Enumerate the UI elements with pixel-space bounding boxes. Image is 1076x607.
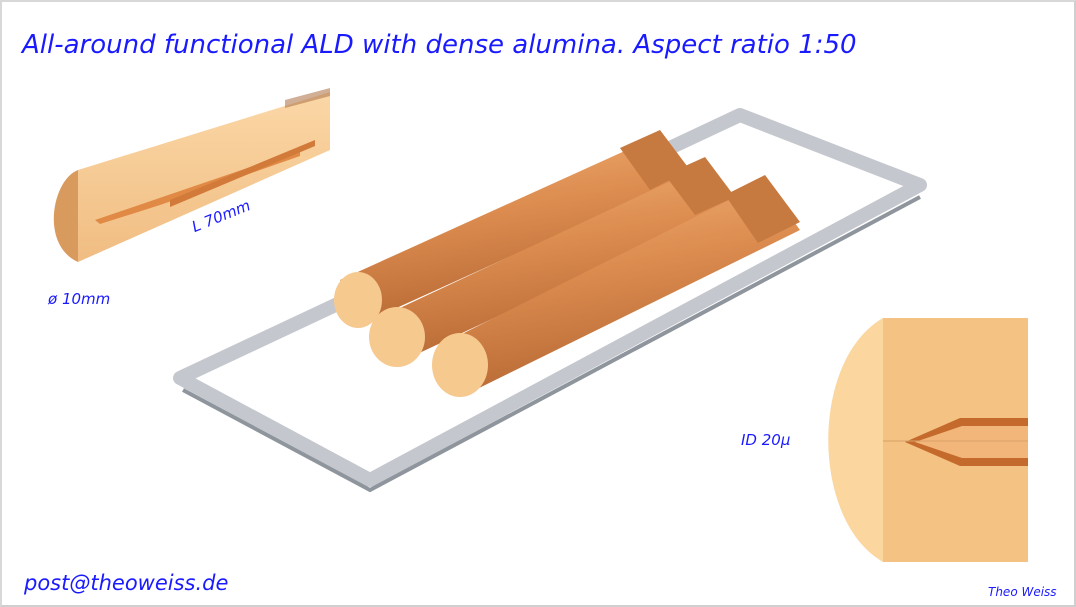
diameter-label: ø 10mm bbox=[48, 290, 111, 308]
sectioned-tube-render bbox=[53, 88, 330, 262]
inner-diameter-label: ID 20µ bbox=[741, 431, 791, 449]
author-credit: Theo Weiss bbox=[988, 585, 1057, 599]
slide-title: All-around functional ALD with dense alu… bbox=[22, 30, 857, 60]
contact-email: post@theoweiss.de bbox=[24, 571, 229, 595]
tip-detail-render bbox=[828, 318, 1028, 562]
tubes-render bbox=[334, 130, 800, 397]
